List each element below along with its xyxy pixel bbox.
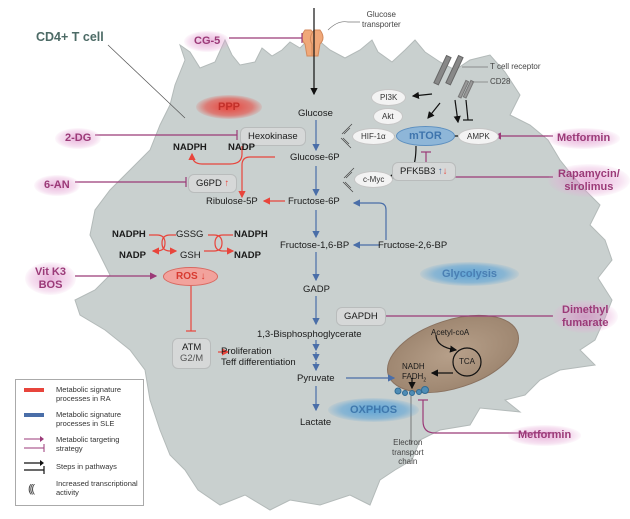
redox-gsh: GSH: [180, 250, 201, 261]
enzyme-gapdh: GAPDH: [336, 307, 386, 326]
down-arrow-icon: ↓: [200, 271, 206, 282]
metabolite-13bpg: 1,3-Bisphosphoglycerate: [257, 329, 362, 340]
metabolite-fructose-6p: Fructose-6P: [288, 196, 340, 207]
ros-node: ROS ↓: [163, 267, 219, 286]
legend-text: Metabolic signature processes in RA: [56, 385, 122, 404]
drug-metformin-bottom: Metformin: [508, 425, 582, 446]
metabolite-fructose-16bp: Fructose-1,6-BP: [280, 240, 350, 251]
redox-nadph-top: NADPH: [173, 142, 207, 153]
drug-rapamycin: Rapamycin/ sirolimus: [548, 164, 630, 198]
transcription-waves-myc: [342, 167, 355, 193]
drug-vitk3-bos: Vit K3 BOS: [25, 262, 76, 296]
enzyme-g6pd: G6PD ↑: [188, 174, 238, 193]
redox-nadph-right: NADPH: [234, 229, 268, 240]
metabolite-gadp: GADP: [303, 284, 330, 295]
outcome-teff: Teff differentiation: [221, 357, 296, 368]
electron-transport-chain-icon: [394, 386, 429, 396]
signal-akt: Akt: [373, 108, 403, 125]
drug-cg5: CG-5: [184, 31, 231, 52]
legend-text: Steps in pathways: [56, 462, 117, 471]
mito-tca: TCA: [459, 357, 475, 366]
signal-pi3k: PI3K: [371, 89, 407, 106]
tca-cycle: [452, 347, 482, 377]
transcription-waves-icon: (((: [28, 483, 35, 495]
g2m-label: G2/M: [180, 353, 204, 365]
legend: Metabolic signature processes in RA Meta…: [15, 379, 144, 506]
cell-title: CD4+ T cell: [36, 30, 104, 44]
enzyme-hexokinase: Hexokinase: [240, 127, 306, 146]
atm-label: ATM: [181, 342, 202, 353]
glycolysis-region-label: Glycolysis: [420, 262, 520, 286]
legend-text: Metabolic targeting strategy: [56, 435, 120, 454]
redox-nadph-left: NADPH: [112, 229, 146, 240]
targeting-arrows-icon: [24, 436, 45, 452]
cd28-icon: [457, 79, 475, 99]
red-bar-icon: [24, 388, 44, 392]
redox-nadp-top: NADP: [228, 142, 255, 153]
down-arrow-icon: ↓: [442, 166, 448, 177]
legend-text: Increased transcriptional activity: [56, 479, 138, 498]
signal-cmyc: c-Myc: [354, 171, 394, 188]
drug-metformin-top: Metformin: [547, 128, 621, 149]
ppp-arrows: [149, 146, 285, 356]
metabolite-pyruvate: Pyruvate: [297, 373, 335, 384]
ros-label: ROS: [176, 271, 198, 282]
metabolite-glucose-6p: Glucose-6P: [290, 152, 340, 163]
oxphos-region-label: OXPHOS: [328, 398, 420, 422]
redox-gssg: GSSG: [176, 229, 204, 240]
transcription-waves-hif: [340, 123, 353, 149]
blue-bar-icon: [24, 413, 44, 417]
mito-nadh: NADH: [402, 362, 425, 371]
etc-label: Electron transport chain: [392, 438, 424, 467]
pfk5b3-label: PFK5B3: [400, 166, 436, 177]
redox-nadp-right: NADP: [234, 250, 261, 261]
fadh-label: FADH: [402, 372, 424, 381]
signal-mtor: mTOR: [396, 126, 455, 146]
ppp-region-label: PPP: [196, 95, 263, 119]
signal-hif1a: HIF-1α: [352, 128, 395, 145]
drug-dimethyl-fumarate: Dimethyl fumarate: [552, 300, 619, 334]
outcome-proliferation: Proliferation: [221, 346, 272, 357]
mito-fadh: FADH2: [402, 373, 426, 384]
cd28-label: CD28: [490, 77, 511, 86]
transporter-leader: [327, 21, 360, 31]
enzyme-pfk5b3: PFK5B3 ↑↓: [392, 162, 456, 181]
tcr-label: T cell receptor: [490, 62, 541, 71]
pathway-arrows-icon: [24, 460, 45, 474]
up-arrow-icon: ↑: [438, 166, 443, 177]
drug-2dg: 2-DG: [55, 128, 102, 149]
metabolite-glucose: Glucose: [298, 108, 333, 119]
legend-text: Metabolic signature processes in SLE: [56, 410, 122, 429]
metabolite-ribulose-5p: Ribulose-5P: [206, 196, 258, 207]
up-arrow-icon: ↑: [224, 178, 230, 189]
fadh-subscript: 2: [423, 377, 427, 384]
metabolite-lactate: Lactate: [300, 417, 332, 428]
glucose-transporter-label: Glucose transporter: [362, 10, 401, 29]
redox-nadp-left: NADP: [119, 250, 146, 261]
drug-6an: 6-AN: [34, 175, 80, 196]
g6pd-label: G6PD: [196, 178, 222, 189]
signal-ampk: AMPK: [458, 128, 499, 145]
metabolite-fructose-26bp: Fructose-2,6-BP: [378, 240, 448, 251]
glycolysis-arrows: [312, 120, 396, 412]
mito-acetyl-coa: Acetyl-coA: [431, 328, 470, 337]
t-cell-receptor-icon: [433, 54, 464, 86]
